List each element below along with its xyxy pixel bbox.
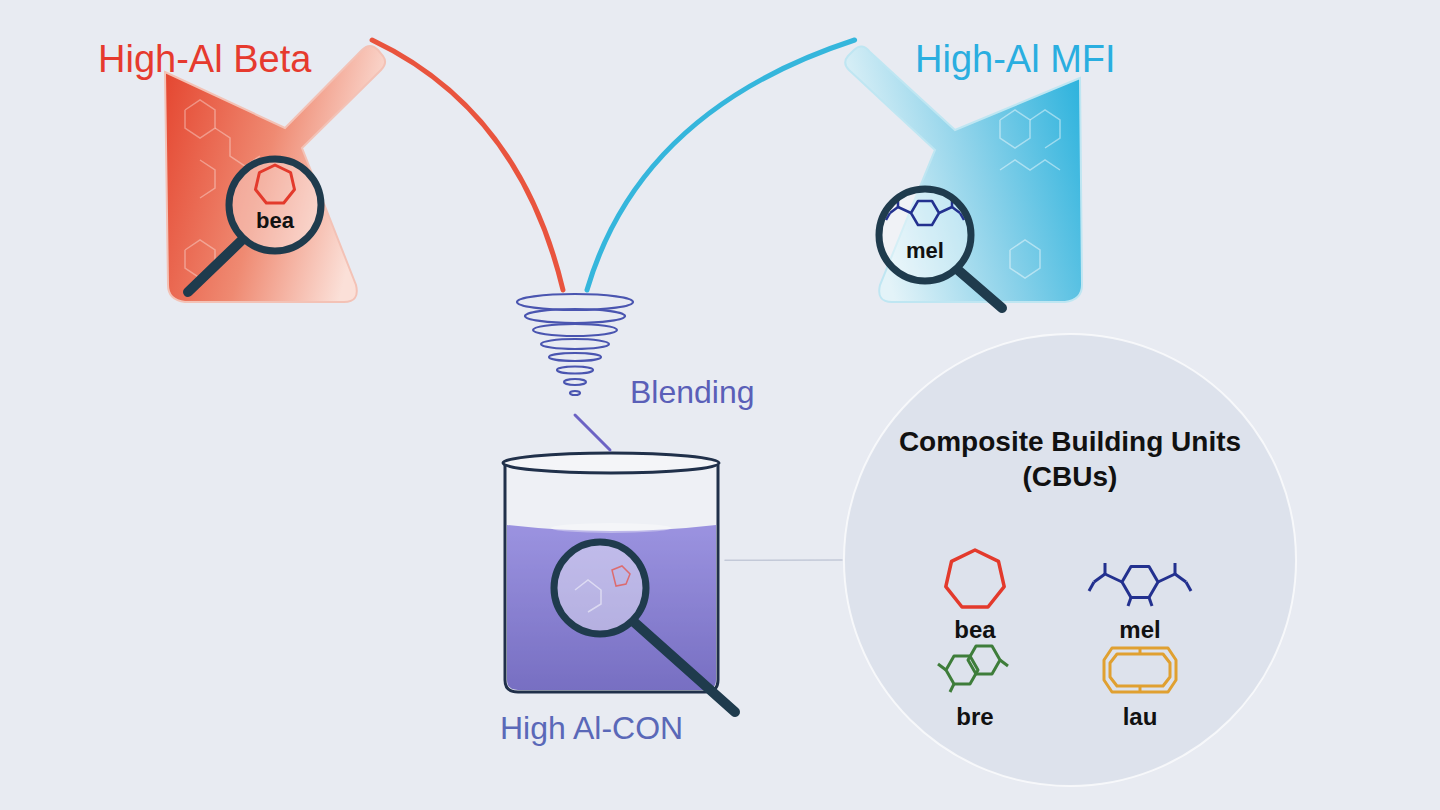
cbu-label: bre — [956, 703, 993, 731]
flask — [845, 46, 1082, 302]
mel-unit — [1089, 563, 1191, 606]
figure-node: High-Al MFImel — [845, 40, 1085, 310]
node-outline — [875, 185, 975, 285]
pour-stream — [725, 559, 842, 561]
flask — [165, 46, 385, 302]
cbu-circle: Composite Building Units (CBUs) bea mel bre… — [842, 332, 1298, 788]
node-text: bea — [225, 207, 325, 235]
lens-glass — [229, 159, 321, 251]
node-outline — [225, 155, 325, 255]
cbu-label: lau — [1123, 703, 1158, 731]
node-outline — [842, 332, 1298, 788]
magnifier-handle — [188, 240, 242, 292]
mel-unit — [886, 199, 964, 225]
node-outline-circle — [844, 334, 1296, 786]
molecule-sketch — [575, 566, 630, 612]
bre-unit — [938, 646, 1008, 692]
figure-node: Blending — [515, 290, 635, 415]
magnifier-lens: mel — [875, 185, 975, 285]
blending-spiral — [517, 294, 633, 395]
cbu-label: mel — [1119, 616, 1160, 644]
beaker-glass — [505, 465, 718, 692]
bea-unit — [256, 165, 295, 203]
pour-stream — [575, 415, 610, 450]
cbu-panel — [844, 334, 1296, 786]
figure-node: High Al-CON — [495, 450, 725, 695]
node-outline-circle — [879, 189, 971, 281]
magnifier-handle — [958, 270, 1002, 308]
node-text: Composite Building Units (CBUs) — [865, 424, 1275, 494]
node-text: mel — [875, 237, 975, 265]
lens-glass — [879, 189, 971, 281]
node-heading: High-Al MFI — [915, 36, 1116, 84]
pour-stream — [372, 40, 563, 290]
molecule-sketch — [1000, 110, 1060, 278]
pour-stream — [587, 40, 855, 290]
beaker-rim — [503, 453, 719, 473]
beaker-shine — [551, 523, 671, 533]
node-outline-circle — [229, 159, 321, 251]
node-heading: Blending — [630, 372, 755, 412]
magnifier-lens: bea — [225, 155, 325, 255]
figure-node: High-Al Betabea — [160, 40, 380, 310]
cbu-label: bea — [954, 616, 995, 644]
lau-unit — [1104, 648, 1176, 692]
magnifier-handle — [634, 622, 735, 712]
node-heading: High Al-CON — [500, 708, 683, 748]
bea-unit — [946, 550, 1004, 607]
node-heading: High-Al Beta — [98, 36, 311, 84]
